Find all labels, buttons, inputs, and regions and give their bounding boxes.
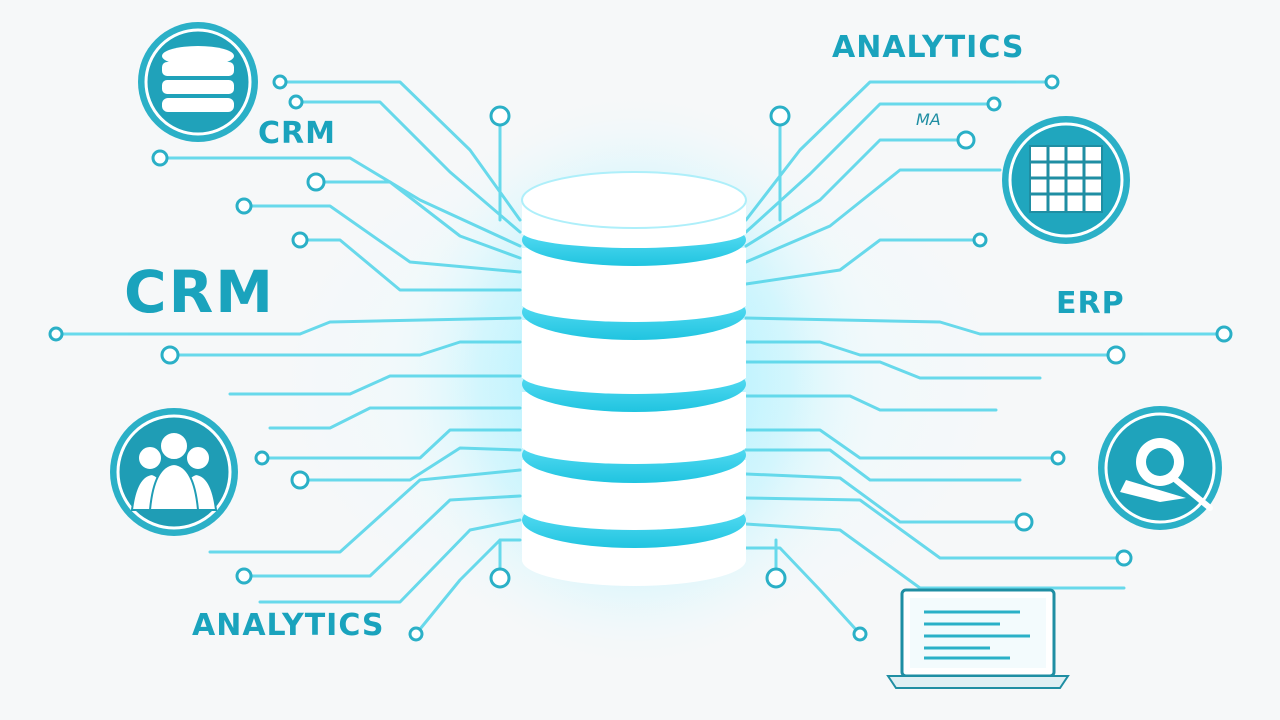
wire xyxy=(744,496,1118,560)
wire-node xyxy=(288,94,304,110)
wire xyxy=(158,156,522,248)
wire-node xyxy=(160,345,180,365)
wire-node xyxy=(291,231,309,249)
analytics-label-bottom: ANALYTICS xyxy=(192,608,385,643)
wire xyxy=(744,394,998,412)
scribble-label: MA xyxy=(916,110,941,129)
wire xyxy=(54,316,522,336)
wire-node xyxy=(1106,345,1126,365)
wire xyxy=(744,522,1126,590)
wire xyxy=(278,80,522,222)
database-icon xyxy=(138,22,258,142)
wire xyxy=(168,340,522,357)
wire-node xyxy=(151,149,169,167)
central-database-icon xyxy=(521,171,747,586)
wire-node xyxy=(986,96,1002,112)
wire xyxy=(744,546,862,636)
wire xyxy=(298,238,522,292)
wire-node xyxy=(254,450,270,466)
wire xyxy=(744,448,1022,482)
wire-node xyxy=(769,105,791,127)
wire xyxy=(744,360,1042,380)
wire-node xyxy=(1050,450,1066,466)
wire xyxy=(744,80,1054,222)
wire xyxy=(744,138,968,248)
wire xyxy=(744,238,982,286)
wire-node xyxy=(235,197,253,215)
wire-node xyxy=(1014,512,1034,532)
wire-node xyxy=(1215,325,1233,343)
analytics-label-top: ANALYTICS xyxy=(832,30,1025,65)
wire-node xyxy=(489,105,511,127)
wire-node xyxy=(1044,74,1060,90)
spreadsheet-grid-icon xyxy=(1002,116,1130,244)
wire xyxy=(414,538,522,636)
wire-node xyxy=(1115,549,1133,567)
erp-label: ERP xyxy=(1056,286,1125,321)
wire-node xyxy=(48,326,64,342)
wire xyxy=(298,446,522,482)
wire-node xyxy=(972,232,988,248)
magnifier-icon xyxy=(1098,406,1222,530)
wire-node xyxy=(852,626,868,642)
crm-label-small: CRM xyxy=(258,116,336,151)
wire-node xyxy=(290,470,310,490)
user-group-icon xyxy=(110,408,238,536)
wire xyxy=(258,518,522,604)
wire xyxy=(208,468,522,554)
wire xyxy=(260,428,522,460)
wire xyxy=(744,102,996,234)
wire xyxy=(242,204,522,274)
wire xyxy=(314,180,522,260)
wire xyxy=(294,100,522,234)
wire-node xyxy=(765,567,787,589)
wire xyxy=(228,374,522,396)
laptop-icon xyxy=(886,588,1070,689)
wire xyxy=(744,472,1026,524)
wire xyxy=(744,340,1118,357)
wire xyxy=(744,168,1002,264)
wire-node xyxy=(408,626,424,642)
wire xyxy=(268,406,522,430)
wire xyxy=(242,494,522,578)
wire xyxy=(744,316,1226,336)
wire-node xyxy=(306,172,326,192)
wire-node xyxy=(956,130,976,150)
crm-label-large: CRM xyxy=(124,258,275,326)
wire-node xyxy=(272,74,288,90)
wire-node xyxy=(235,567,253,585)
wire-node xyxy=(489,567,511,589)
wire xyxy=(744,428,1060,460)
